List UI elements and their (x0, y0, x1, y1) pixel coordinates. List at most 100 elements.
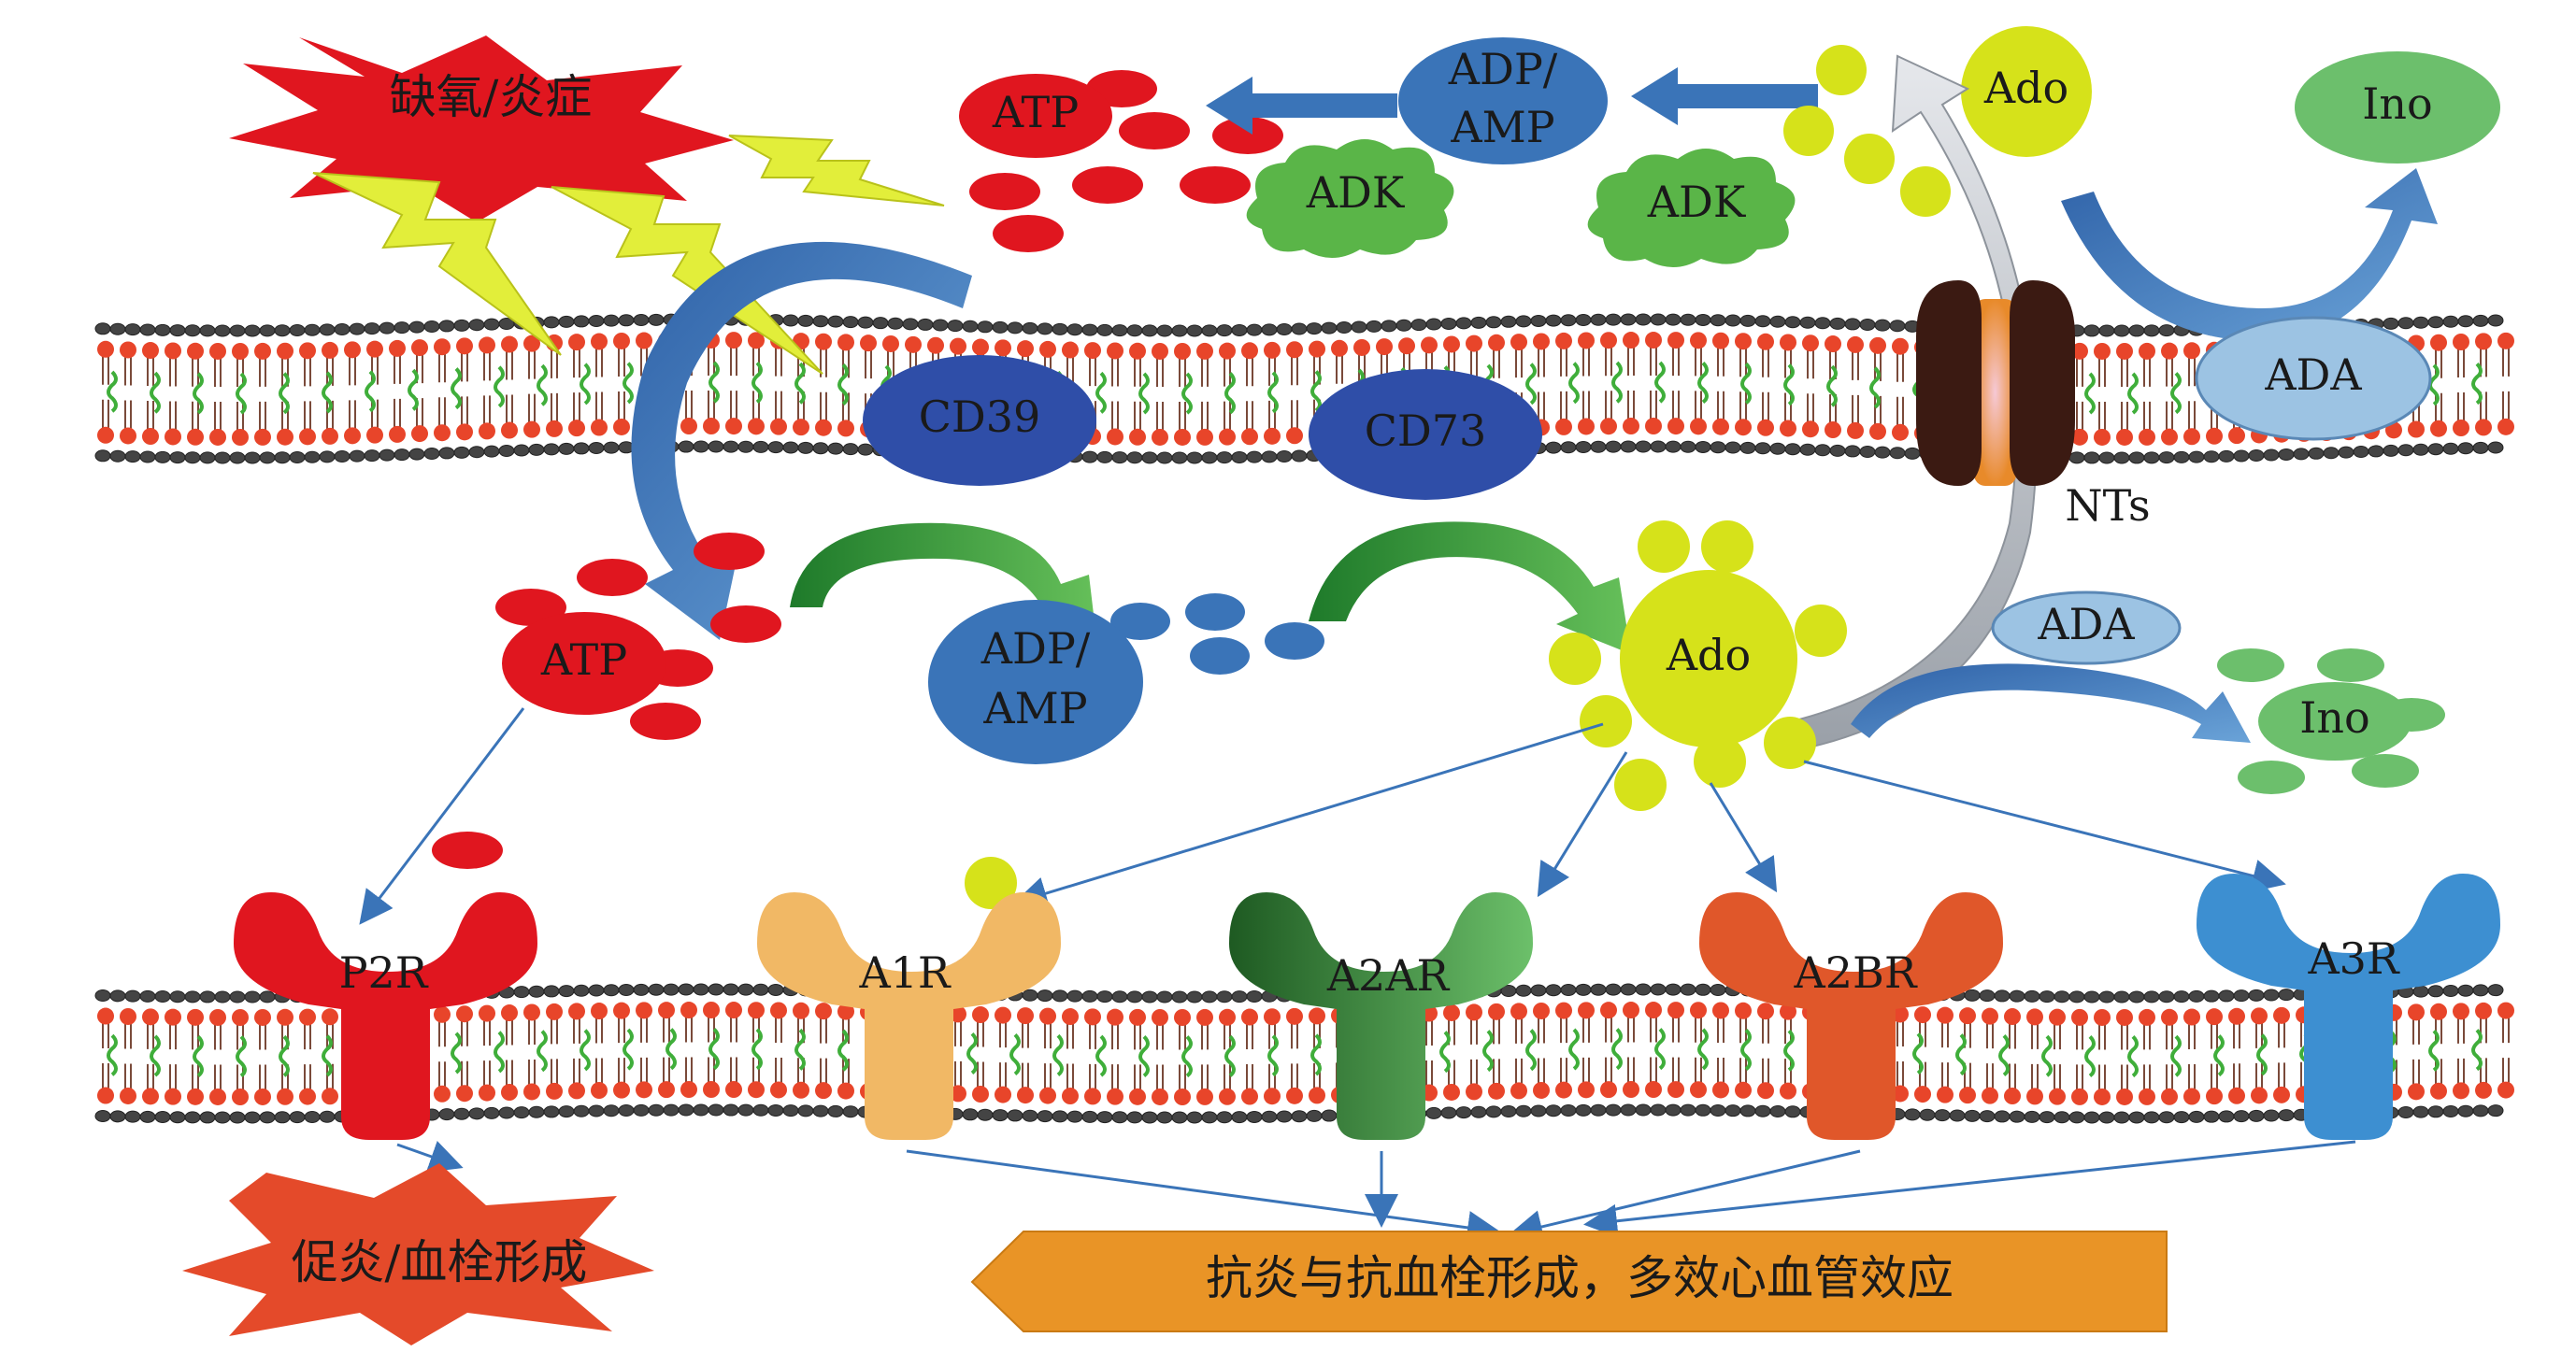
pro-star-shape (182, 1163, 654, 1345)
a2br-shape (1699, 892, 2003, 1140)
arrow-ado-to-adp-top (1631, 67, 1818, 125)
cd73-enzyme: CD73 (1309, 369, 1542, 500)
atp-particle (577, 559, 648, 596)
adp-particle (1185, 593, 1245, 631)
cd39-enzyme: CD39 (863, 355, 1096, 486)
atp-particle (1212, 117, 1283, 154)
nts-right-subunit (2010, 280, 2075, 486)
adp-amp-top-shape (1398, 37, 1608, 164)
atp-particle (630, 703, 701, 740)
lightning-bolt-right (728, 135, 945, 206)
effect-arrows (396, 1140, 2356, 1245)
ado-particle (1816, 45, 1867, 95)
ada-top-shape (2195, 316, 2432, 441)
adp-particle (1265, 622, 1324, 660)
adp-amp-top-line2: AMP (1450, 102, 1554, 152)
atp-node-top (959, 74, 1112, 158)
adk-blob-left: ADK (1246, 139, 1454, 258)
nucleoside-transporter-channel: NTs (1916, 280, 2151, 531)
ada-top-label: ADA (2264, 349, 2362, 400)
adp-particle (1190, 637, 1250, 675)
arrow-a1r-to-anti (906, 1149, 1501, 1245)
arrow-ado-to-a1r (1013, 722, 1604, 910)
a2ar-label: A2AR (1326, 950, 1451, 1001)
arrow-a2br-to-anti (1509, 1149, 1861, 1244)
atp-cluster-top: ATP (959, 70, 1283, 252)
ado-particle (965, 857, 1017, 909)
ada-node-top: ADA (2195, 316, 2432, 441)
arrow-atp-to-adp-mid (790, 522, 1098, 654)
ado-particle (1900, 166, 1951, 217)
adp-amp-mid-shape (928, 600, 1143, 764)
adp-amp-mid-line1: ADP/ (980, 623, 1091, 674)
arrow-ado-to-a2ar (1537, 751, 1628, 898)
receptor-activation-arrows (359, 707, 2286, 925)
atp-particle (969, 173, 1040, 210)
atp-top-label: ATP (992, 87, 1079, 137)
ado-mid-label: Ado (1666, 630, 1751, 680)
arrow-ado-to-a2br (1709, 782, 1778, 893)
ado-particle (1638, 520, 1690, 573)
adk-left-label: ADK (1306, 167, 1406, 218)
adk-right-label: ADK (1647, 177, 1747, 227)
ino-top-label: Ino (2362, 78, 2433, 129)
ino-particle (2238, 761, 2305, 794)
a3r-shape (2197, 874, 2500, 1140)
a3r-label: A3R (2307, 933, 2399, 984)
a3r-receptor: A3R (2197, 874, 2500, 1140)
adk-right-shape (1587, 149, 1796, 267)
a2br-label: A2BR (1794, 947, 1918, 998)
ado-particle (1783, 106, 1834, 156)
ado-node-mid (1620, 570, 1797, 747)
nts-label: NTs (2065, 480, 2150, 531)
ino-node-top: Ino (2295, 51, 2500, 164)
a2br-receptor: A2BR (1699, 892, 2003, 1140)
anti-box-shape (970, 1231, 2168, 1332)
arrow-atp-release (631, 241, 972, 640)
adp-amp-mid-line2: AMP (982, 683, 1087, 733)
a2ar-shape (1229, 892, 1533, 1140)
a1r-shape (757, 892, 1061, 1140)
atp-node-mid (502, 612, 666, 715)
ado-particle (1614, 759, 1667, 811)
cd39-label: CD39 (919, 391, 1041, 442)
lightning-bolt-left (312, 172, 562, 356)
ado-particle (1701, 520, 1753, 573)
ado-cluster-top: Ado (1783, 26, 2092, 217)
atp-particle (1119, 112, 1190, 149)
arrow-p2r-to-pro (396, 1141, 464, 1173)
atp-particle (1072, 166, 1143, 204)
atp-particle (993, 215, 1064, 252)
cd73-label: CD73 (1365, 406, 1487, 456)
adp-amp-node-top: ADP/ AMP (1398, 37, 1608, 164)
arrow-ado-to-ino-mid (1851, 663, 2251, 743)
adk-blob-right: ADK (1587, 149, 1796, 267)
ado-particle (1694, 735, 1746, 788)
ino-mid-label: Ino (2299, 692, 2370, 743)
ado-node-top (1961, 26, 2092, 157)
ino-particle (2317, 648, 2384, 682)
p2r-shape (234, 892, 537, 1140)
ado-particle (1580, 695, 1632, 747)
atp-particle (1180, 166, 1251, 204)
ado-top-label: Ado (1983, 63, 2068, 113)
arrow-adp-to-atp-top (1206, 77, 1397, 135)
anti-label: 抗炎与抗血栓形成，多效心血管效应 (1206, 1251, 1953, 1305)
adp-amp-node-mid: ADP/ AMP (928, 593, 1324, 764)
lightning-bolts (312, 135, 945, 375)
adp-particle (1110, 603, 1170, 640)
hypoxia-inflammation-star: 缺氧/炎症 (229, 36, 734, 222)
cd73-shape (1309, 369, 1542, 500)
ino-cluster-mid: Ino (2217, 648, 2445, 794)
hypoxia-label: 缺氧/炎症 (390, 70, 593, 124)
lightning-bolt-middle (551, 186, 823, 375)
pro-inflammatory-star: 促炎/血栓形成 (182, 1163, 654, 1345)
ada-mid-shape (1991, 591, 2182, 665)
top-cell-membrane (94, 313, 2514, 464)
ino-top-shape (2295, 51, 2500, 164)
arrow-adp-to-ado-mid (1309, 521, 1631, 654)
arrow-ado-to-a3r (1803, 760, 2286, 893)
ado-particle (1795, 605, 1847, 657)
ada-mid-label: ADA (2037, 599, 2135, 649)
